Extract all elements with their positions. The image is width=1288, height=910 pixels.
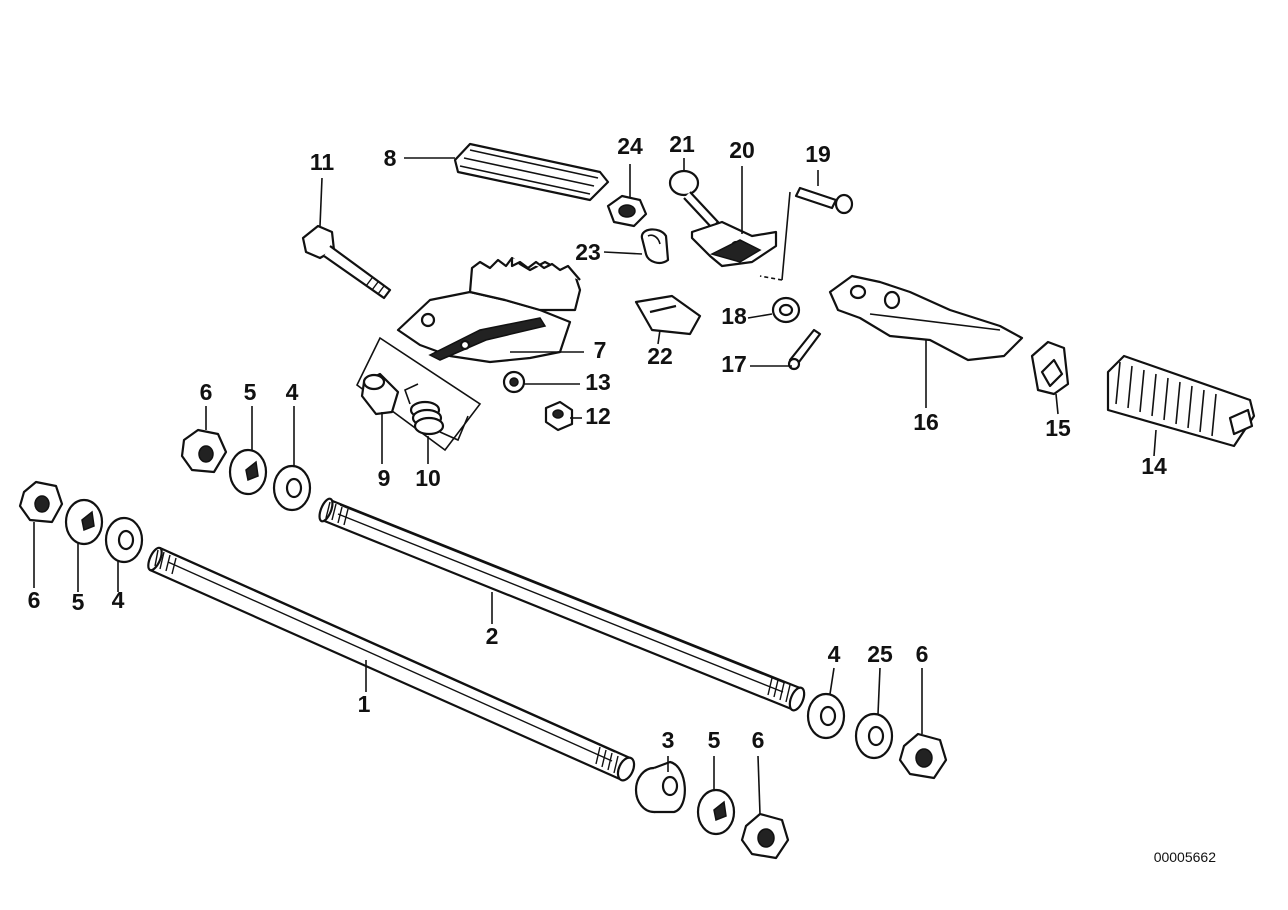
- spring-10: [404, 383, 469, 442]
- callout-6-lower: 6: [752, 727, 765, 753]
- washer-5-left: [64, 498, 104, 546]
- callout-20: 20: [729, 137, 755, 163]
- callout-labels: 1 2 3 4 4 4 5 5 5 6 6 6 6 7 8 9 10 11 12…: [28, 131, 1167, 753]
- callout-2: 2: [486, 623, 499, 649]
- callout-22: 22: [647, 343, 673, 369]
- nut-12: [544, 400, 574, 432]
- rubber-15: [1030, 340, 1070, 396]
- bracket-20: [690, 220, 778, 268]
- callout-1: 1: [358, 691, 371, 717]
- callout-5-lower: 5: [708, 727, 721, 753]
- rod-2: [318, 497, 806, 712]
- nut-24: [606, 194, 648, 228]
- callout-4-upper: 4: [286, 379, 299, 405]
- callout-5-upper: 5: [244, 379, 257, 405]
- callout-14: 14: [1141, 453, 1167, 479]
- washer-5-upper: [228, 448, 268, 496]
- bushing-9: [360, 372, 400, 416]
- callout-9: 9: [378, 465, 391, 491]
- washer-13: [502, 370, 526, 394]
- callout-15: 15: [1045, 415, 1071, 441]
- callout-8: 8: [384, 145, 397, 171]
- leader-lines: [33, 157, 1157, 815]
- callout-25: 25: [867, 641, 893, 667]
- footpeg-rubber-14: [1106, 354, 1256, 448]
- callout-21: 21: [669, 131, 695, 157]
- screw-19: [759, 186, 854, 281]
- callout-7: 7: [594, 337, 607, 363]
- washer-5-lower: [696, 788, 736, 836]
- callout-23: 23: [575, 239, 601, 265]
- callout-6-right: 6: [916, 641, 929, 667]
- callout-11: 11: [310, 149, 335, 175]
- washer-25: [854, 712, 894, 760]
- diagram-reference-number: 00005662: [1154, 849, 1217, 865]
- callout-19: 19: [805, 141, 831, 167]
- block-22: [634, 294, 702, 336]
- footrest-bracket-16: [828, 274, 1024, 362]
- footrest-assembly: [355, 256, 582, 452]
- callout-17: 17: [721, 351, 747, 377]
- callout-10: 10: [415, 465, 441, 491]
- washer-4-left: [104, 516, 144, 564]
- washer-4-upper: [272, 464, 312, 512]
- clip-23: [640, 228, 670, 264]
- callout-4-left: 4: [112, 587, 125, 613]
- bolt-11: [301, 224, 392, 300]
- spacer-3: [634, 760, 686, 814]
- washer-4-right: [806, 692, 846, 740]
- callout-5-left: 5: [72, 589, 85, 615]
- callout-13: 13: [585, 369, 611, 395]
- nut-6-left: [18, 480, 64, 524]
- callout-4-right: 4: [828, 641, 841, 667]
- rod-1: [147, 546, 636, 782]
- washer-18: [771, 296, 801, 324]
- callout-3: 3: [662, 727, 675, 753]
- rubber-pad-8: [453, 142, 610, 202]
- callout-6-left: 6: [28, 587, 41, 613]
- nut-6-upper: [180, 428, 228, 474]
- nut-6-lower: [740, 812, 790, 860]
- callout-16: 16: [913, 409, 939, 435]
- pin-21: [668, 169, 720, 230]
- callout-18: 18: [721, 303, 747, 329]
- callout-12: 12: [585, 403, 611, 429]
- cotter-pin-17: [787, 328, 822, 371]
- nut-6-right: [898, 732, 948, 780]
- callout-6-upper: 6: [200, 379, 213, 405]
- callout-24: 24: [617, 133, 643, 159]
